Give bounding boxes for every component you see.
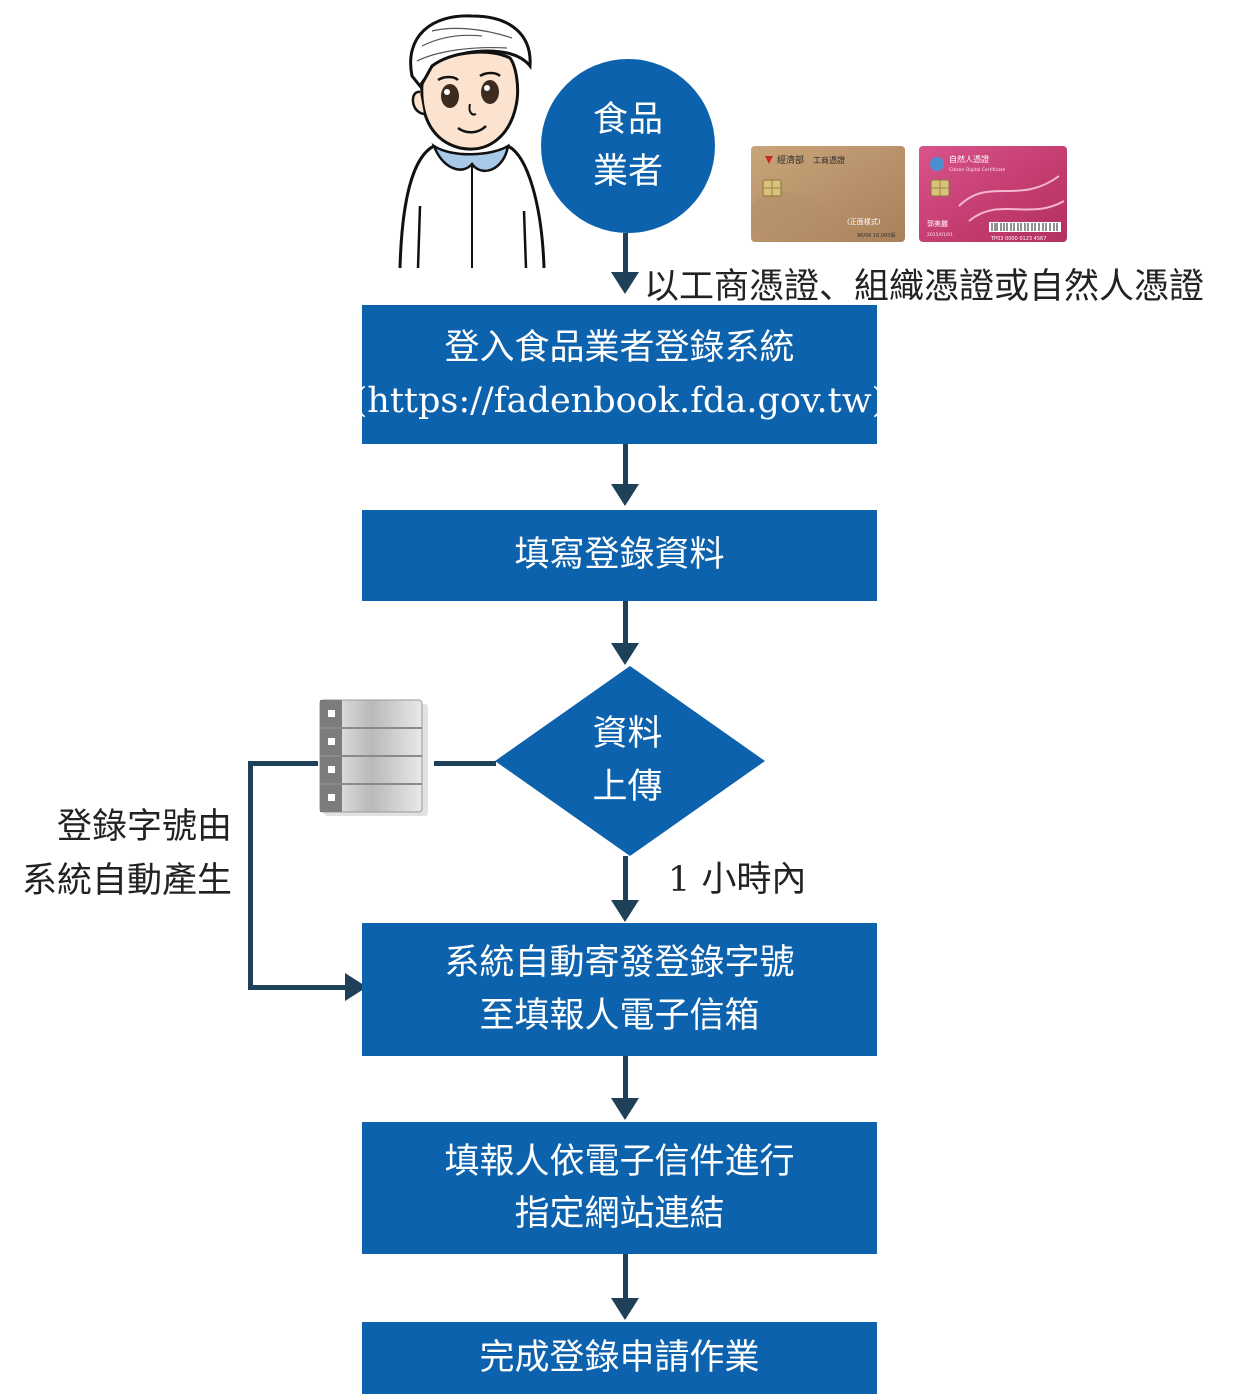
arrowhead-down [611,900,639,922]
step-upload: 資料 上傳 [545,708,710,813]
credential-note: 以工商憑證、組織憑證或自然人憑證 [644,267,1205,307]
time-note: 1 小時內 [668,860,807,900]
citizen-card-number: TP03 0000 0123 4567 [990,236,1046,242]
step-send-line2: 至填報人電子信箱 [479,995,760,1036]
start-label-line2: 業者 [592,152,663,192]
start-label-line1: 食品 [592,99,663,140]
citizen-card-date: 2015/01/01 [927,232,953,238]
step-done-line1: 完成登錄申請作業 [479,1337,760,1378]
server-icon [319,699,428,816]
citizen-card-name: 自然人憑證 [949,154,989,164]
arrowhead-down [611,484,639,506]
step-send-number: 系統自動寄發登錄字號 至填報人電子信箱 [362,923,877,1056]
arrowhead-down [611,1298,639,1320]
moea-certificate-card: 經濟部 工商憑證 (正面樣式) 96/06 16,000張 [751,146,905,242]
connector-upload-to-server [434,761,496,766]
step-upload-line1: 資料 [592,714,663,754]
citizen-certificate-card: 自然人憑證 Citizen Digital Certificate 郭美麗 20… [919,146,1067,242]
step-complete: 完成登錄申請作業 [362,1322,877,1394]
connector-login-to-fill [623,444,628,484]
decision-upload-diamond [495,666,765,856]
step-login-line1: 登入食品業者登錄系統 [444,328,795,368]
connector-start-to-login [623,233,628,283]
connector-fill-to-upload [623,601,628,643]
connector-send-to-link [623,1056,628,1100]
connector-upload-to-send [623,856,628,904]
side-note-line2: 系統自動產生 [21,861,232,902]
side-note-line1: 登錄字號由 [56,807,232,847]
food-worker-illustration [398,14,546,269]
arrowhead-down [611,643,639,665]
moea-card-name: 工商憑證 [813,155,845,165]
arrowhead-down [611,1098,639,1120]
step-upload-line2: 上傳 [592,766,663,807]
citizen-card-holder: 郭美麗 [927,219,948,228]
step-send-line1: 系統自動寄發登錄字號 [444,943,795,983]
step-link-line1: 填報人依電子信件進行 [444,1141,795,1182]
moea-card-serial: 96/06 16,000張 [857,233,896,239]
step-follow-link: 填報人依電子信件進行 指定網站連結 [362,1122,877,1254]
side-note: 登錄字號由 系統自動產生 [10,800,232,909]
step-login: 登入食品業者登錄系統 (https://fadenbook.fda.gov.tw… [354,305,885,444]
moea-card-mode: (正面樣式) [847,217,881,226]
step-fill-data: 填寫登錄資料 [362,510,877,601]
step-login-line2: (https://fadenbook.fda.gov.tw) [353,380,886,421]
connector-loop-to-send [248,985,348,990]
citizen-card-subtitle: Citizen Digital Certificate [949,167,1005,173]
connector-server-to-loop [248,761,318,766]
arrowhead-down [611,272,639,294]
start-node-food-business: 食品 業者 [541,59,715,233]
connector-link-to-done [623,1254,628,1300]
moea-card-brand: 經濟部 [777,154,804,166]
connector-loop-vertical [248,761,253,989]
step-link-line2: 指定網站連結 [514,1194,725,1234]
arrowhead-right [345,973,367,1001]
step-fill-line1: 填寫登錄資料 [514,535,725,576]
